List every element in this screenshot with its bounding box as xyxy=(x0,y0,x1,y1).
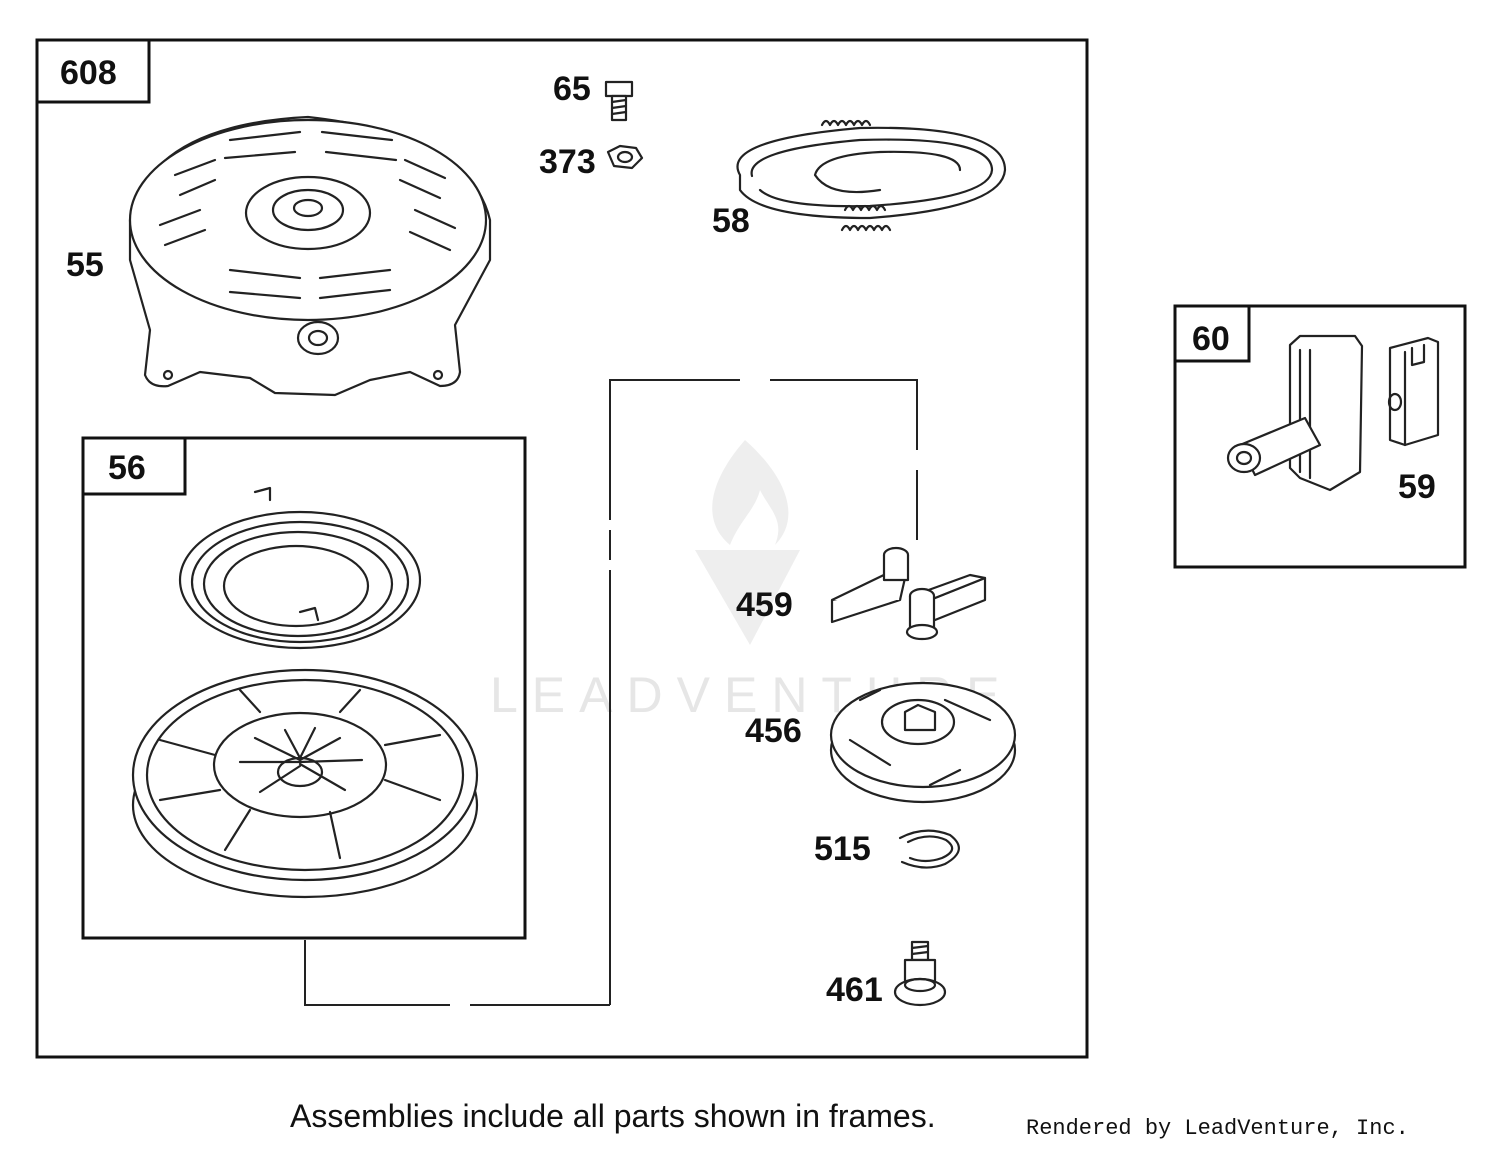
diagram-caption: Assemblies include all parts shown in fr… xyxy=(290,1098,936,1134)
watermark-logo xyxy=(695,440,800,645)
side-assembly-frame xyxy=(1173,304,1467,569)
inner-frame-label: 56 xyxy=(108,449,146,487)
main-frame-label: 608 xyxy=(60,54,117,92)
assembly-connector-lines xyxy=(304,379,918,1006)
pawl-retainer-part xyxy=(829,681,1017,804)
part-label-461: 461 xyxy=(826,971,883,1009)
part-label-515: 515 xyxy=(814,830,871,868)
part-label-65: 65 xyxy=(553,70,591,108)
main-assembly-frame xyxy=(35,38,1089,1059)
nut-part xyxy=(606,144,644,170)
part-label-456: 456 xyxy=(745,712,802,750)
retaining-ring-part xyxy=(898,829,960,869)
starter-rope-part xyxy=(736,119,1007,232)
screw-part xyxy=(604,80,634,122)
render-credit: Rendered by LeadVenture, Inc. xyxy=(1026,1116,1409,1141)
starter-handle-part xyxy=(1226,334,1364,492)
part-label-59: 59 xyxy=(1398,468,1436,506)
starter-pulley-part xyxy=(131,668,479,899)
part-label-459: 459 xyxy=(736,586,793,624)
part-label-373: 373 xyxy=(539,143,596,181)
starter-pawl-part xyxy=(830,546,987,641)
part-label-58: 58 xyxy=(712,202,750,240)
handle-insert-part xyxy=(1387,336,1440,447)
retainer-screw-part xyxy=(893,940,947,1007)
side-frame-tag-box xyxy=(1173,304,1251,363)
side-frame-label: 60 xyxy=(1192,320,1230,358)
starter-housing-part xyxy=(128,115,492,397)
part-label-55: 55 xyxy=(66,246,104,284)
inner-frame-tag-box xyxy=(81,436,187,496)
recoil-spring-part xyxy=(178,486,422,650)
inner-assembly-frame xyxy=(81,436,527,940)
main-frame-tag-box xyxy=(35,38,151,104)
